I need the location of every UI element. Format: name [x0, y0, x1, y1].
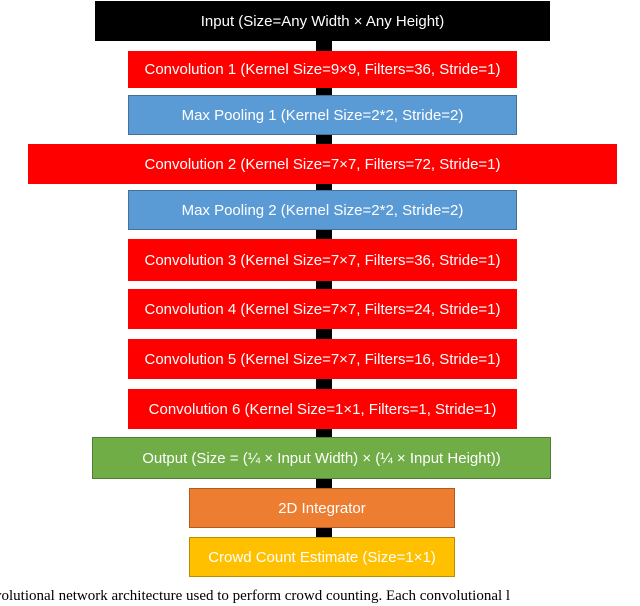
convolution-4-label: Convolution 4 (Kernel Size=7×7, Filters=… [144, 300, 501, 318]
max-pooling-2-label: Max Pooling 2 (Kernel Size=2*2, Stride=2… [181, 201, 464, 219]
convolution-3-layer: Convolution 3 (Kernel Size=7×7, Filters=… [128, 239, 517, 281]
convolution-6-layer: Convolution 6 (Kernel Size=1×1, Filters=… [128, 389, 517, 429]
convolution-5-layer: Convolution 5 (Kernel Size=7×7, Filters=… [128, 339, 517, 379]
max-pooling-1-label: Max Pooling 1 (Kernel Size=2*2, Stride=2… [181, 106, 464, 124]
crowd-count-estimate-label: Crowd Count Estimate (Size=1×1) [208, 548, 436, 566]
convolution-5-label: Convolution 5 (Kernel Size=7×7, Filters=… [144, 350, 501, 368]
max-pooling-1-layer: Max Pooling 1 (Kernel Size=2*2, Stride=2… [128, 95, 517, 135]
convolution-3-label: Convolution 3 (Kernel Size=7×7, Filters=… [144, 251, 501, 269]
convolution-1-label: Convolution 1 (Kernel Size=9×9, Filters=… [144, 61, 501, 78]
integrator-label: 2D Integrator [278, 499, 366, 517]
convolution-2-layer: Convolution 2 (Kernel Size=7×7, Filters=… [28, 144, 617, 184]
crowd-count-estimate-layer: Crowd Count Estimate (Size=1×1) [189, 537, 455, 577]
convolution-4-layer: Convolution 4 (Kernel Size=7×7, Filters=… [128, 289, 517, 329]
convolution-2-label: Convolution 2 (Kernel Size=7×7, Filters=… [144, 155, 501, 173]
output-layer-label: Output (Size = (¼ × Input Width) × (¼ × … [142, 449, 501, 467]
input-layer: Input (Size=Any Width × Any Height) [95, 1, 550, 41]
figure-caption-text: volutional network architecture used to … [0, 588, 511, 604]
output-layer: Output (Size = (¼ × Input Width) × (¼ × … [92, 437, 551, 479]
integrator-layer: 2D Integrator [189, 488, 455, 528]
max-pooling-2-layer: Max Pooling 2 (Kernel Size=2*2, Stride=2… [128, 190, 517, 230]
input-layer-label: Input (Size=Any Width × Any Height) [200, 12, 445, 30]
convolution-1-layer: Convolution 1 (Kernel Size=9×9, Filters=… [128, 51, 517, 88]
figure-caption: volutional network architecture used to … [0, 588, 640, 606]
convolution-6-label: Convolution 6 (Kernel Size=1×1, Filters=… [148, 400, 497, 418]
